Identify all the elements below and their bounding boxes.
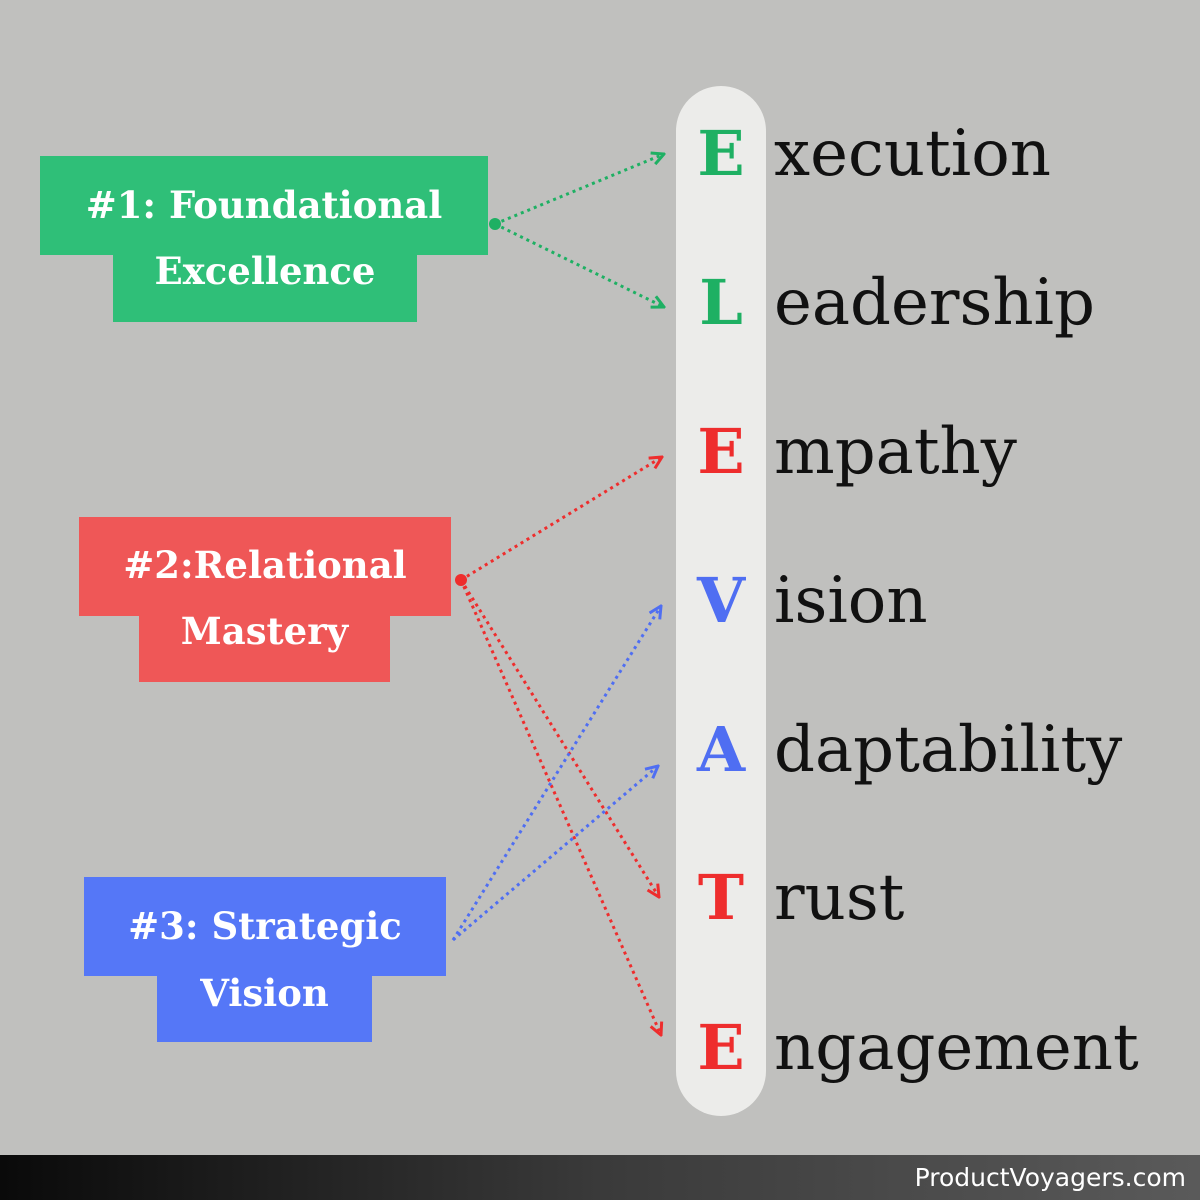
acronym-letter: V bbox=[696, 564, 746, 637]
footer-bar: ProductVoyagers.com bbox=[0, 1155, 1200, 1200]
arrow-strategic-to-vision bbox=[451, 606, 661, 941]
acronym-row-engagement: E ngagement bbox=[676, 1003, 1196, 1093]
acronym-row-vision: V ision bbox=[676, 556, 1196, 646]
acronym-letter: T bbox=[697, 861, 745, 934]
acronym-word: ngagement bbox=[774, 1011, 1139, 1085]
acronym-word: eadership bbox=[774, 266, 1095, 340]
arrow-foundational-to-execution bbox=[494, 154, 664, 226]
acronym-letter: A bbox=[696, 713, 746, 786]
acronym-pillar bbox=[676, 86, 766, 1116]
acronym-row-empathy: E mpathy bbox=[676, 407, 1196, 497]
category-title-line1: #1: Foundational bbox=[85, 183, 443, 227]
category-title-line1: #2:Relational bbox=[123, 543, 407, 587]
acronym-word: daptability bbox=[774, 713, 1123, 787]
acronym-row-trust: T rust bbox=[676, 853, 1196, 943]
acronym-letter: L bbox=[699, 266, 743, 339]
arrow-relational-to-empathy bbox=[460, 457, 662, 582]
acronym-word: xecution bbox=[774, 117, 1051, 191]
category-title-line2: Mastery bbox=[180, 609, 349, 653]
acronym-row-leadership: L eadership bbox=[676, 258, 1196, 348]
arrow-relational-to-engagement bbox=[459, 579, 661, 1035]
arrow-foundational-to-leadership bbox=[494, 222, 664, 307]
category-block-bottom bbox=[113, 250, 417, 322]
acronym-letter: E bbox=[697, 1011, 745, 1084]
connector-dot-foundational bbox=[489, 218, 501, 230]
category-title-line1: #3: Strategic bbox=[128, 904, 402, 948]
category-title-line2: Vision bbox=[200, 971, 329, 1015]
category-block-bottom bbox=[157, 971, 372, 1042]
category-title-line2: Excellence bbox=[154, 249, 376, 293]
category-block-top bbox=[40, 156, 488, 255]
category-block-top bbox=[79, 517, 451, 616]
category-block-bottom bbox=[139, 611, 390, 682]
acronym-word: ision bbox=[774, 564, 928, 638]
acronym-letter: E bbox=[697, 117, 745, 190]
footer-site-link[interactable]: ProductVoyagers.com bbox=[914, 1163, 1186, 1192]
acronym-row-adaptability: A daptability bbox=[676, 705, 1196, 795]
category-block-top bbox=[84, 877, 446, 976]
acronym-word: mpathy bbox=[774, 415, 1017, 489]
connector-dot-relational bbox=[455, 574, 467, 586]
acronym-letter: E bbox=[697, 415, 745, 488]
acronym-row-execution: E xecution bbox=[676, 109, 1196, 199]
acronym-word: rust bbox=[774, 861, 905, 935]
arrow-strategic-to-adaptability bbox=[452, 766, 658, 942]
